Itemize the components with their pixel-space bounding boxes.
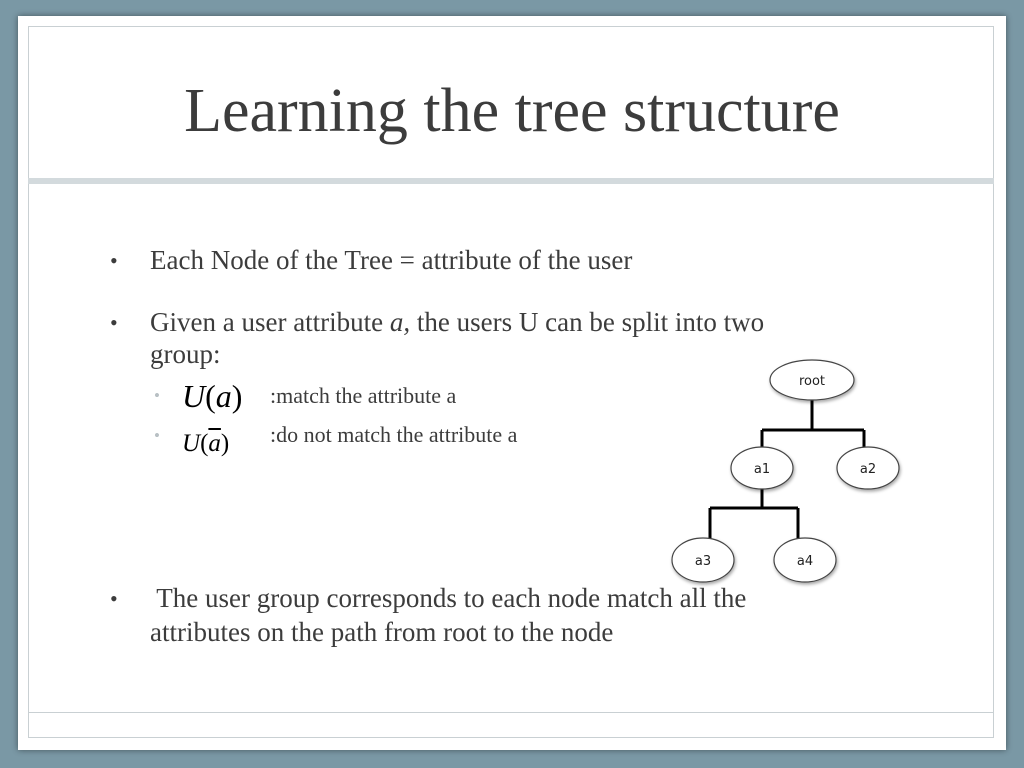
math-U: U <box>182 378 206 414</box>
node-a3: a3 <box>671 537 735 583</box>
node-root: root <box>769 359 855 401</box>
sub-bullet-marker: • <box>154 426 160 445</box>
bullet-2-text-b: the users U can be split into two <box>410 307 765 337</box>
math-U-of-a-bar: U(a) <box>182 430 229 458</box>
sub-bullet-1-text: :match the attribute a <box>270 383 457 408</box>
footer-divider <box>28 712 994 713</box>
bullet-marker: • <box>110 310 118 335</box>
node-a2: a2 <box>836 446 900 490</box>
node-root-label: root <box>799 374 825 389</box>
bullet-3-text-line2: attributes on the path from root to the … <box>150 617 614 647</box>
math-var-a: a <box>215 378 232 414</box>
bullet-2-text: Given a user attribute a, the users U ca… <box>150 306 764 339</box>
bullet-1-text: Each Node of the Tree = attribute of the… <box>150 245 633 275</box>
title-divider <box>28 178 994 184</box>
node-a3-label: a3 <box>695 554 711 569</box>
bullet-2-text-line2: group: <box>150 339 221 369</box>
math-paren-open: ( <box>200 430 209 457</box>
bullet-marker: • <box>110 586 118 611</box>
sub-bullet-marker: • <box>154 386 160 405</box>
bullet-3-text: The user group corresponds to each node … <box>150 583 747 613</box>
slide: Learning the tree structure • Each Node … <box>18 16 1006 750</box>
bullet-2-attr-var: a, <box>389 307 411 337</box>
node-a4-label: a4 <box>797 554 813 569</box>
math-paren-close: ) <box>220 430 230 457</box>
node-a1-label: a1 <box>754 462 770 477</box>
node-a2-label: a2 <box>860 462 876 477</box>
bullet-2-text-a: Given a user attribute <box>150 307 390 337</box>
tree-diagram: root a1 a2 a3 a4 <box>671 359 900 583</box>
sub-bullet-2-text: :do not match the attribute a <box>270 422 518 447</box>
slide-title: Learning the tree structure <box>184 77 840 145</box>
bullet-marker: • <box>110 248 118 273</box>
math-var-a-bar: a <box>208 430 221 457</box>
math-U: U <box>182 430 201 457</box>
math-U-of-a: U(a) <box>182 378 242 415</box>
node-a1: a1 <box>730 446 794 490</box>
math-paren-close: ) <box>231 378 243 414</box>
math-paren-open: ( <box>205 378 216 414</box>
node-a4: a4 <box>773 537 837 583</box>
